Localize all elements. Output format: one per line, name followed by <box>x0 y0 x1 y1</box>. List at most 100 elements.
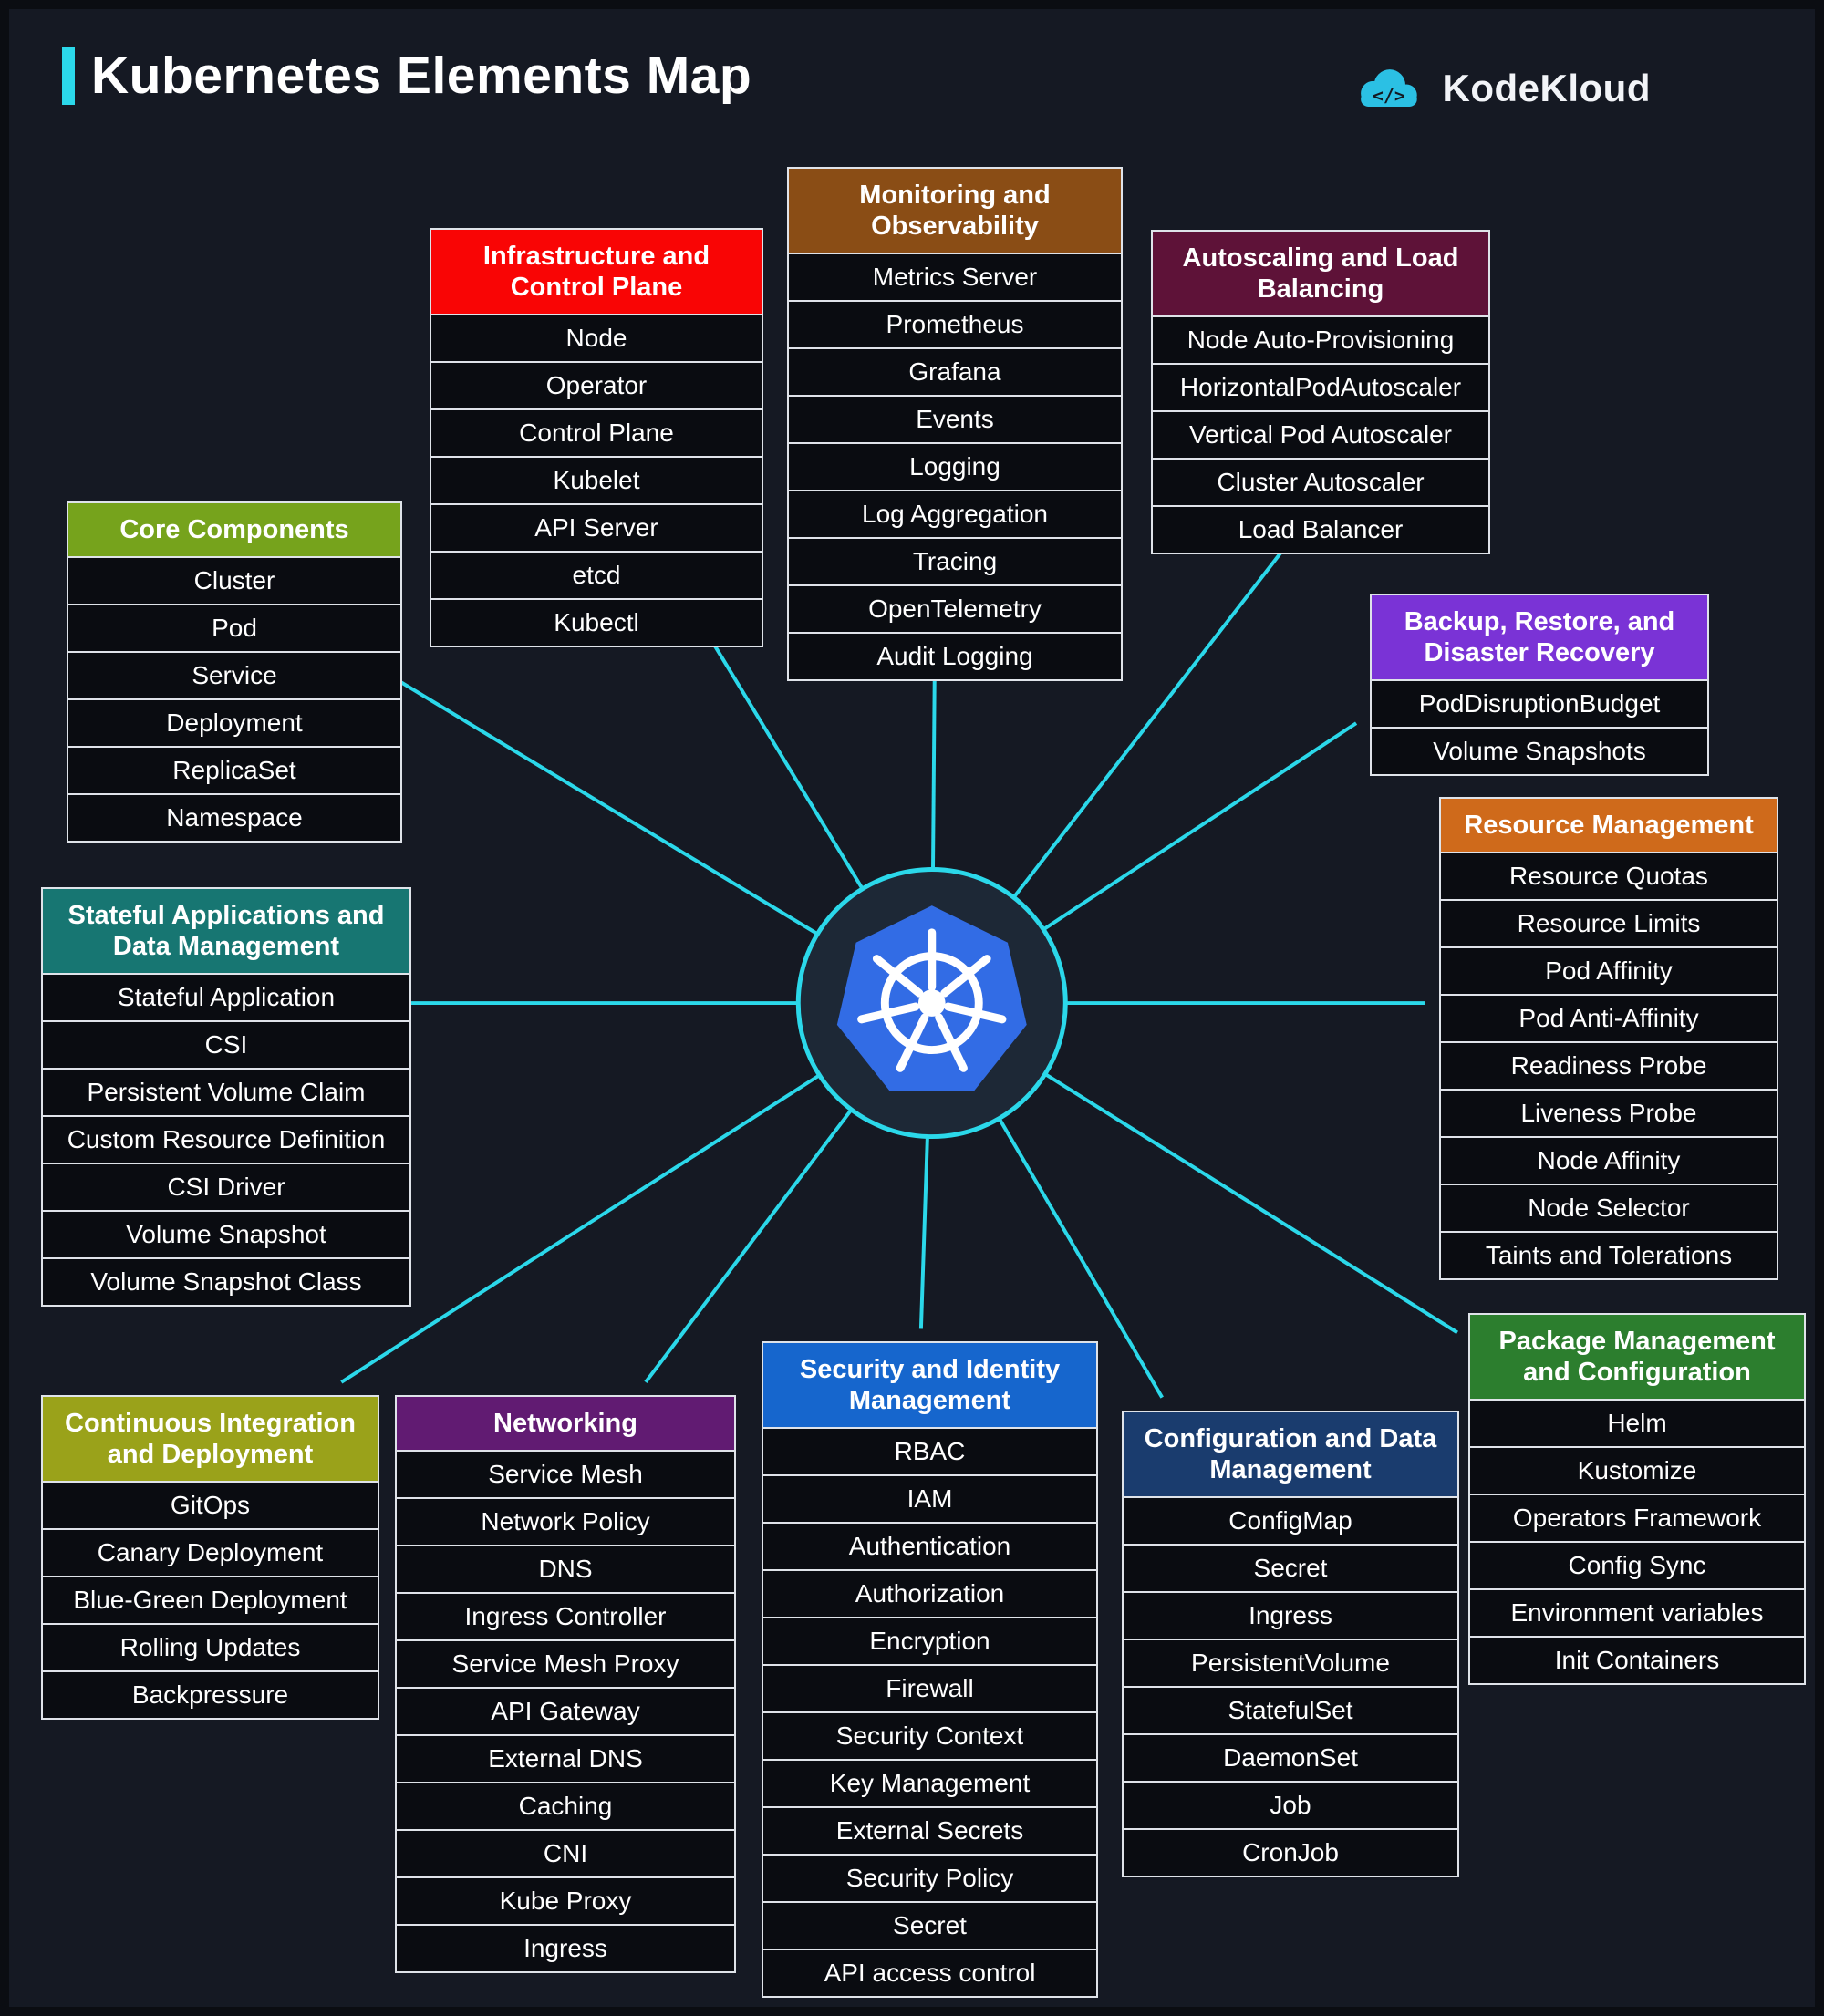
category-item: Kubelet <box>431 456 762 503</box>
category-item: CNI <box>397 1829 734 1876</box>
category-item: Config Sync <box>1470 1541 1804 1588</box>
category-item: API Gateway <box>397 1687 734 1734</box>
category-item: API Server <box>431 503 762 551</box>
category-item: ConfigMap <box>1124 1496 1457 1544</box>
category-item: PodDisruptionBudget <box>1372 679 1707 727</box>
kodekloud-wordmark: KodeKloud <box>1442 67 1651 109</box>
category-item: Kustomize <box>1470 1446 1804 1494</box>
category-item: Backpressure <box>43 1670 378 1718</box>
category-item: GitOps <box>43 1481 378 1528</box>
category-item: Node Affinity <box>1441 1136 1777 1184</box>
category-item: Authentication <box>763 1522 1096 1569</box>
category-item: Service <box>68 651 400 698</box>
category-item: Cluster Autoscaler <box>1153 458 1488 505</box>
category-item: DNS <box>397 1545 734 1592</box>
category-item: StatefulSet <box>1124 1686 1457 1733</box>
category-item: External DNS <box>397 1734 734 1782</box>
category-item: Secret <box>1124 1544 1457 1591</box>
category-header: Configuration and Data Management <box>1124 1412 1457 1496</box>
category-item: Authorization <box>763 1569 1096 1617</box>
category-item: Namespace <box>68 793 400 841</box>
category-item: ReplicaSet <box>68 746 400 793</box>
title-accent-bar <box>62 47 75 105</box>
category-item: Audit Logging <box>789 632 1121 679</box>
category-networking: Networking Service Mesh Network Policy D… <box>395 1395 736 1973</box>
category-header: Networking <box>397 1397 734 1450</box>
category-item: Prometheus <box>789 300 1121 347</box>
category-item: Security Policy <box>763 1854 1096 1901</box>
category-item: Ingress <box>397 1924 734 1971</box>
kubernetes-wheel-ring <box>880 952 983 1054</box>
kubernetes-logo <box>795 867 1068 1140</box>
category-header: Stateful Applications and Data Managemen… <box>43 889 409 973</box>
category-header: Backup, Restore, and Disaster Recovery <box>1372 595 1707 679</box>
category-item: Liveness Probe <box>1441 1089 1777 1136</box>
category-item: DaemonSet <box>1124 1733 1457 1781</box>
category-item: Pod Anti-Affinity <box>1441 994 1777 1041</box>
category-item: CSI <box>43 1020 409 1068</box>
category-item: etcd <box>431 551 762 598</box>
category-item: Init Containers <box>1470 1636 1804 1683</box>
category-header: Monitoring and Observability <box>789 169 1121 253</box>
category-item: Logging <box>789 442 1121 490</box>
connector-diagram <box>340 536 1459 1399</box>
category-item: Volume Snapshot Class <box>43 1257 409 1305</box>
category-item: Vertical Pod Autoscaler <box>1153 410 1488 458</box>
category-item: Events <box>789 395 1121 442</box>
category-item: Pod Affinity <box>1441 946 1777 994</box>
category-item: Blue-Green Deployment <box>43 1576 378 1623</box>
category-header: Infrastructure and Control Plane <box>431 230 762 314</box>
category-item: Operators Framework <box>1470 1494 1804 1541</box>
category-item: OpenTelemetry <box>789 584 1121 632</box>
category-item: Stateful Application <box>43 973 409 1020</box>
category-item: Service Mesh Proxy <box>397 1639 734 1687</box>
category-autoscaling-and-load-balancing: Autoscaling and Load Balancing Node Auto… <box>1151 230 1490 554</box>
category-item: Resource Limits <box>1441 899 1777 946</box>
category-item: Resource Quotas <box>1441 852 1777 899</box>
category-core-components: Core Components Cluster Pod Service Depl… <box>67 501 402 843</box>
category-item: Operator <box>431 361 762 408</box>
category-item: Tracing <box>789 537 1121 584</box>
page-header: Kubernetes Elements Map <box>62 46 751 106</box>
category-item: Node <box>431 314 762 361</box>
kodekloud-logo: </> KodeKloud <box>1346 62 1651 115</box>
category-item: Job <box>1124 1781 1457 1828</box>
category-header: Core Components <box>68 503 400 556</box>
category-infrastructure-and-control-plane: Infrastructure and Control Plane Node Op… <box>430 228 763 647</box>
category-item: Log Aggregation <box>789 490 1121 537</box>
category-item: Environment variables <box>1470 1588 1804 1636</box>
category-header: Continuous Integration and Deployment <box>43 1397 378 1481</box>
category-item: Kube Proxy <box>397 1876 734 1924</box>
category-item: Metrics Server <box>789 253 1121 300</box>
kodekloud-cloud-icon: </> <box>1360 69 1417 107</box>
category-item: Service Mesh <box>397 1450 734 1497</box>
category-header: Security and Identity Management <box>763 1343 1096 1427</box>
category-item: Helm <box>1470 1399 1804 1446</box>
category-item: Node Selector <box>1441 1184 1777 1231</box>
category-header: Package Management and Configuration <box>1470 1315 1804 1399</box>
category-item: Volume Snapshots <box>1372 727 1707 774</box>
category-resource-management: Resource Management Resource Quotas Reso… <box>1439 797 1778 1280</box>
category-stateful-applications-and-data-management: Stateful Applications and Data Managemen… <box>41 887 411 1307</box>
svg-text:</>: </> <box>1372 86 1404 107</box>
category-item: PersistentVolume <box>1124 1639 1457 1686</box>
category-item: CSI Driver <box>43 1163 409 1210</box>
category-item: Ingress Controller <box>397 1592 734 1639</box>
category-item: Encryption <box>763 1617 1096 1664</box>
category-item: Cluster <box>68 556 400 604</box>
category-backup-restore-disaster-recovery: Backup, Restore, and Disaster Recovery P… <box>1370 594 1709 776</box>
category-item: Security Context <box>763 1711 1096 1759</box>
category-continuous-integration-and-deployment: Continuous Integration and Deployment Gi… <box>41 1395 379 1720</box>
category-item: External Secrets <box>763 1806 1096 1854</box>
page-title: Kubernetes Elements Map <box>91 47 752 105</box>
category-item: Kubectl <box>431 598 762 646</box>
category-item: Ingress <box>1124 1591 1457 1639</box>
category-item: CronJob <box>1124 1828 1457 1876</box>
category-item: Control Plane <box>431 408 762 456</box>
category-item: Deployment <box>68 698 400 746</box>
category-item: Caching <box>397 1782 734 1829</box>
category-item: Persistent Volume Claim <box>43 1068 409 1115</box>
category-header: Autoscaling and Load Balancing <box>1153 232 1488 315</box>
category-item: Pod <box>68 604 400 651</box>
